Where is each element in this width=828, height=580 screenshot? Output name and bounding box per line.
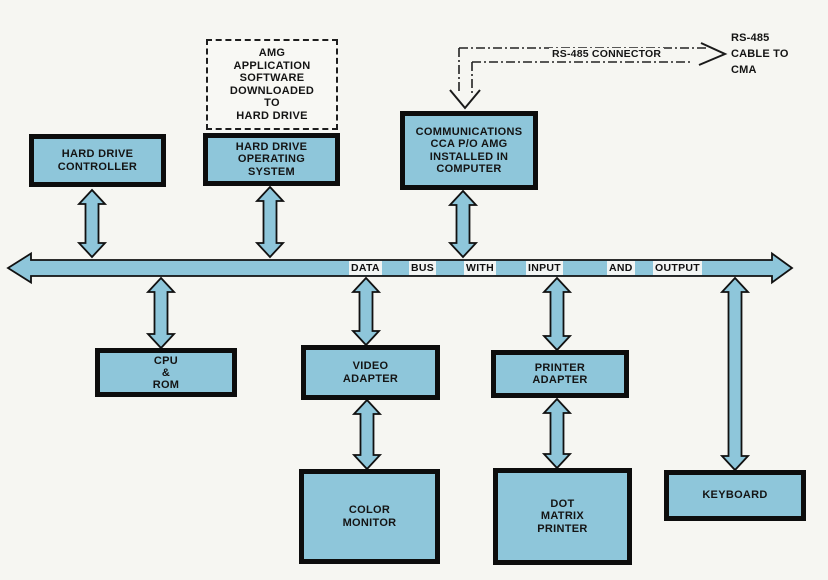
communications-label: COMMUNICATIONS CCA P/O AMG INSTALLED IN …	[415, 125, 523, 176]
video-adapter-label: VIDEO ADAPTER	[342, 360, 399, 385]
bus-word-and: AND	[607, 261, 635, 275]
box-hard-drive-os: HARD DRIVE OPERATING SYSTEM	[203, 133, 340, 186]
box-color-monitor: COLOR MONITOR	[299, 469, 440, 564]
connector-printer-adapter-dot-matrix-printer	[541, 397, 573, 470]
keyboard-label: KEYBOARD	[702, 489, 768, 502]
box-keyboard: KEYBOARD	[664, 470, 806, 521]
box-hard-drive-controller: HARD DRIVE CONTROLLER	[29, 134, 166, 187]
bus-word-output: OUTPUT	[653, 261, 702, 275]
hard-drive-os-label: HARD DRIVE OPERATING SYSTEM	[235, 140, 308, 178]
bus-word-with: WITH	[464, 261, 497, 275]
rs485-cable-label: RS-485 CABLE TO CMA	[731, 32, 789, 76]
color-monitor-label: COLOR MONITOR	[342, 504, 397, 529]
data-bus-arrow	[6, 251, 794, 285]
connector-hard-drive-controller-bus	[76, 188, 108, 259]
connector-hard-drive-os-bus	[254, 185, 286, 259]
amg-software-label: AMG APPLICATION SOFTWARE DOWNLOADED TO H…	[229, 47, 315, 122]
box-dot-matrix-printer: DOT MATRIX PRINTER	[493, 468, 632, 565]
hard-drive-controller-label: HARD DRIVE CONTROLLER	[57, 148, 138, 173]
connector-bus-cpu-rom	[145, 276, 177, 350]
connector-bus-printer-adapter	[541, 276, 573, 352]
printer-adapter-label: PRINTER ADAPTER	[532, 361, 588, 387]
connector-bus-keyboard	[719, 276, 751, 472]
bus-word-input: INPUT	[526, 261, 563, 275]
box-communications: COMMUNICATIONS CCA P/O AMG INSTALLED IN …	[400, 111, 538, 190]
connector-video-adapter-color-monitor	[351, 398, 383, 471]
box-video-adapter: VIDEO ADAPTER	[301, 345, 440, 400]
box-amg-software: AMG APPLICATION SOFTWARE DOWNLOADED TO H…	[206, 39, 338, 130]
bus-word-data: DATA	[349, 261, 382, 275]
rs485-down-arrowhead	[449, 89, 481, 110]
rs485-connector-label: RS-485 CONNECTOR	[549, 48, 665, 61]
bus-word-bus: BUS	[409, 261, 437, 275]
dot-matrix-printer-label: DOT MATRIX PRINTER	[537, 497, 588, 535]
connector-communications-bus	[447, 189, 479, 259]
rs485-right-arrowhead	[698, 42, 728, 66]
cpu-rom-label: CPU & ROM	[152, 354, 180, 391]
box-printer-adapter: PRINTER ADAPTER	[491, 350, 629, 398]
connector-bus-video-adapter	[350, 276, 382, 347]
box-cpu-rom: CPU & ROM	[95, 348, 237, 397]
